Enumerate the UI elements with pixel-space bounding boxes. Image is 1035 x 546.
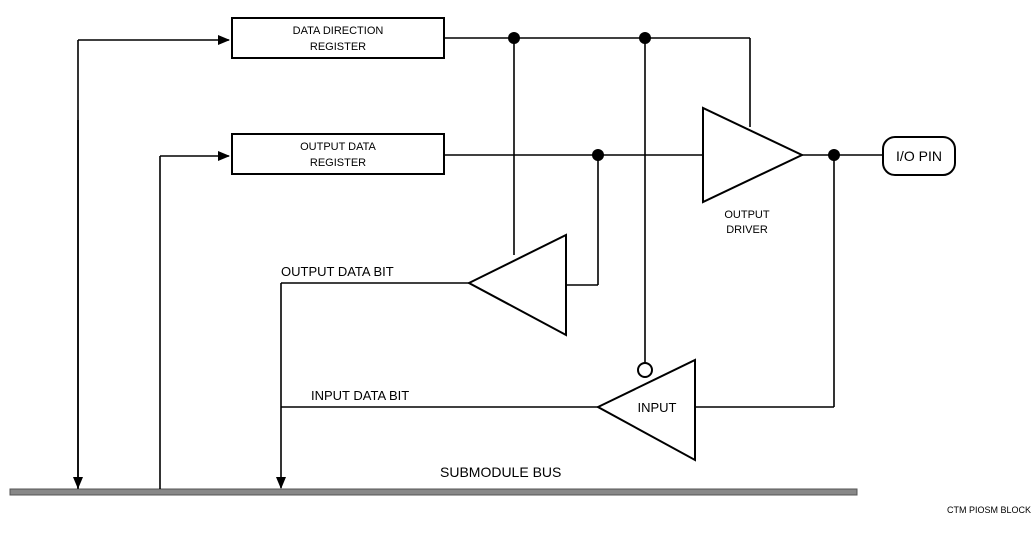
junction-ddr-1 [508, 32, 520, 44]
output-driver-label-line2: DRIVER [726, 224, 768, 236]
io-pin-label: I/O PIN [896, 148, 942, 164]
output-data-register: OUTPUT DATA REGISTER [231, 133, 445, 175]
odr-label-line1: OUTPUT DATA [300, 141, 376, 153]
data-direction-register: DATA DIRECTION REGISTER [231, 17, 445, 59]
input-enable-inversion-bubble [637, 362, 653, 378]
io-pin: I/O PIN [882, 136, 956, 176]
input-buffer-label: INPUT [638, 400, 677, 415]
output-driver: OUTPUT DRIVER [702, 106, 805, 236]
ddr-label-line1: DATA DIRECTION [293, 25, 384, 37]
junction-odr [592, 149, 604, 161]
readback-buffer [466, 233, 567, 337]
output-driver-label-line1: OUTPUT [724, 209, 770, 221]
junction-ddr-2 [639, 32, 651, 44]
output-data-bit-label: OUTPUT DATA BIT [281, 264, 394, 279]
input-data-bit-label: INPUT DATA BIT [311, 388, 409, 403]
submodule-bus [9, 488, 858, 496]
ddr-label-line2: REGISTER [310, 41, 366, 53]
odr-label-line2: REGISTER [310, 157, 366, 169]
diagram-caption: CTM PIOSM BLOCK [947, 505, 1031, 515]
submodule-bus-label: SUBMODULE BUS [440, 464, 561, 480]
input-buffer: INPUT [595, 358, 696, 462]
